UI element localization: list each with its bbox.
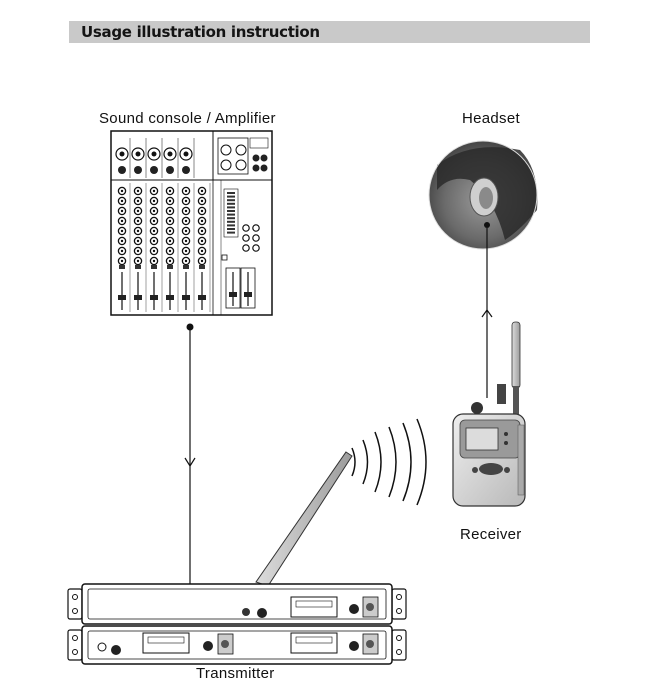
input-jack bbox=[163, 147, 177, 161]
master-knob bbox=[242, 244, 250, 252]
input-jack-center bbox=[183, 151, 189, 157]
master-knob bbox=[252, 244, 260, 252]
transmitter-rack-illustration bbox=[67, 583, 407, 665]
input-jack-small bbox=[150, 166, 158, 174]
console-to-transmitter-line bbox=[184, 323, 196, 596]
receiver-to-headset-line bbox=[481, 228, 493, 398]
input-jack-small bbox=[118, 166, 126, 174]
input-jack-small bbox=[182, 166, 190, 174]
fader-cap bbox=[134, 295, 142, 300]
header-title: Usage illustration instruction bbox=[81, 23, 320, 41]
master-knob bbox=[252, 224, 260, 232]
input-jack-small bbox=[166, 166, 174, 174]
master-fader-cap bbox=[229, 292, 237, 297]
master-knob bbox=[242, 224, 250, 232]
fader-cap bbox=[166, 295, 174, 300]
input-jack-center bbox=[151, 151, 157, 157]
console-label: Sound console / Amplifier bbox=[99, 110, 276, 127]
receiver-label: Receiver bbox=[460, 526, 522, 543]
fader-cap bbox=[182, 295, 190, 300]
master-knob bbox=[242, 234, 250, 242]
master-fader-cap bbox=[244, 292, 252, 297]
input-jack bbox=[147, 147, 161, 161]
fader-cap bbox=[150, 295, 158, 300]
headset-illustration bbox=[428, 140, 538, 250]
master-knob bbox=[252, 234, 260, 242]
input-jack-center bbox=[119, 151, 125, 157]
transmitter-label: Transmitter bbox=[196, 665, 275, 682]
input-jack bbox=[115, 147, 129, 161]
headset-label: Headset bbox=[462, 110, 520, 127]
fader-cap bbox=[118, 295, 126, 300]
radio-waves bbox=[351, 418, 427, 506]
mixer-console-illustration bbox=[110, 130, 273, 316]
input-jack bbox=[131, 147, 145, 161]
transmitter-antenna bbox=[255, 451, 353, 587]
header-bar: Usage illustration instruction bbox=[69, 21, 590, 43]
input-jack-small bbox=[134, 166, 142, 174]
fader-cap bbox=[198, 295, 206, 300]
input-jack-center bbox=[135, 151, 141, 157]
input-jack bbox=[179, 147, 193, 161]
receiver-illustration bbox=[452, 321, 526, 507]
input-jack-center bbox=[167, 151, 173, 157]
